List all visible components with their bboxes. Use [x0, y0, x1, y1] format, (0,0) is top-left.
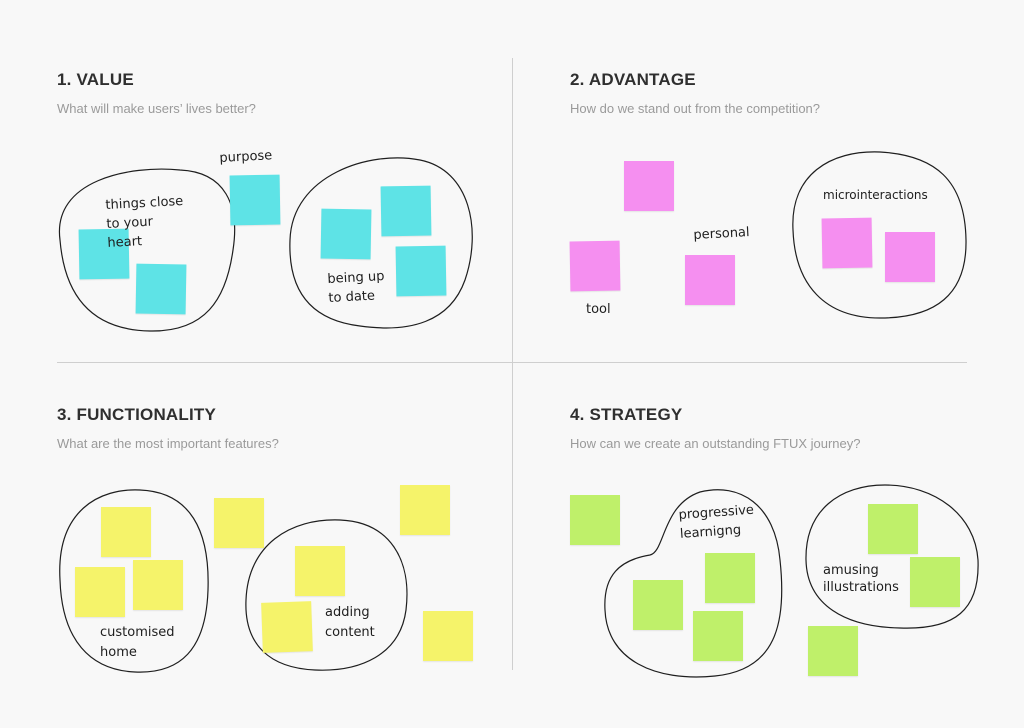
- sticky-note[interactable]: [295, 546, 345, 596]
- vertical-divider: [512, 58, 513, 670]
- sticky-note[interactable]: [808, 626, 858, 676]
- sticky-note[interactable]: [400, 485, 450, 535]
- sticky-note[interactable]: [135, 263, 187, 315]
- handwritten-label: amusing illustrations: [823, 563, 899, 595]
- handwritten-label: personal: [693, 225, 750, 243]
- quadrant-question: What will make users’ lives better?: [57, 101, 256, 116]
- sticky-note[interactable]: [380, 185, 432, 237]
- cluster-outline: [604, 489, 783, 678]
- handwritten-label: customised home: [100, 625, 175, 660]
- horizontal-divider: [57, 362, 967, 363]
- sticky-note[interactable]: [395, 245, 447, 297]
- sticky-note[interactable]: [569, 240, 621, 292]
- quadrant-question: What are the most important features?: [57, 436, 279, 451]
- sticky-note[interactable]: [685, 255, 735, 305]
- sticky-note[interactable]: [423, 611, 473, 661]
- quadrant-title: 2. ADVANTAGE: [570, 70, 696, 89]
- quadrant-title: 1. VALUE: [57, 70, 134, 89]
- handwritten-label: being up to date: [327, 269, 385, 306]
- sticky-note[interactable]: [821, 217, 873, 269]
- quadrant-title: 4. STRATEGY: [570, 405, 683, 424]
- sticky-note[interactable]: [75, 567, 125, 617]
- sticky-note[interactable]: [261, 601, 313, 653]
- sticky-note[interactable]: [229, 174, 281, 226]
- sticky-note[interactable]: [693, 611, 743, 661]
- sticky-note[interactable]: [910, 557, 960, 607]
- handwritten-label: microinteractions: [823, 188, 928, 202]
- cluster-outline: [245, 519, 408, 671]
- sticky-note[interactable]: [570, 495, 620, 545]
- sticky-note[interactable]: [624, 161, 674, 211]
- sticky-note[interactable]: [705, 553, 755, 603]
- sticky-note[interactable]: [885, 232, 935, 282]
- handwritten-label: things close to your heart: [105, 193, 184, 251]
- cluster-outline: [59, 489, 209, 673]
- handwritten-label: progressive learnigng: [678, 502, 755, 542]
- sticky-note[interactable]: [214, 498, 264, 548]
- quadrant-question: How do we stand out from the competition…: [570, 101, 821, 116]
- handwritten-label: tool: [586, 302, 611, 317]
- sticky-note[interactable]: [868, 504, 918, 554]
- cluster-outline: [792, 151, 967, 319]
- sticky-note[interactable]: [633, 580, 683, 630]
- quadrant-question: How can we create an outstanding FTUX jo…: [570, 436, 861, 451]
- sticky-note[interactable]: [320, 208, 372, 260]
- handwritten-label: adding content: [325, 605, 375, 640]
- cluster-outline: [58, 168, 236, 332]
- quadrant-title: 3. FUNCTIONALITY: [57, 405, 217, 424]
- handwritten-label: purpose: [219, 148, 273, 166]
- sticky-note[interactable]: [101, 507, 151, 557]
- cluster-outline: [289, 157, 473, 329]
- sticky-note[interactable]: [133, 560, 183, 610]
- cluster-outline: [805, 484, 979, 629]
